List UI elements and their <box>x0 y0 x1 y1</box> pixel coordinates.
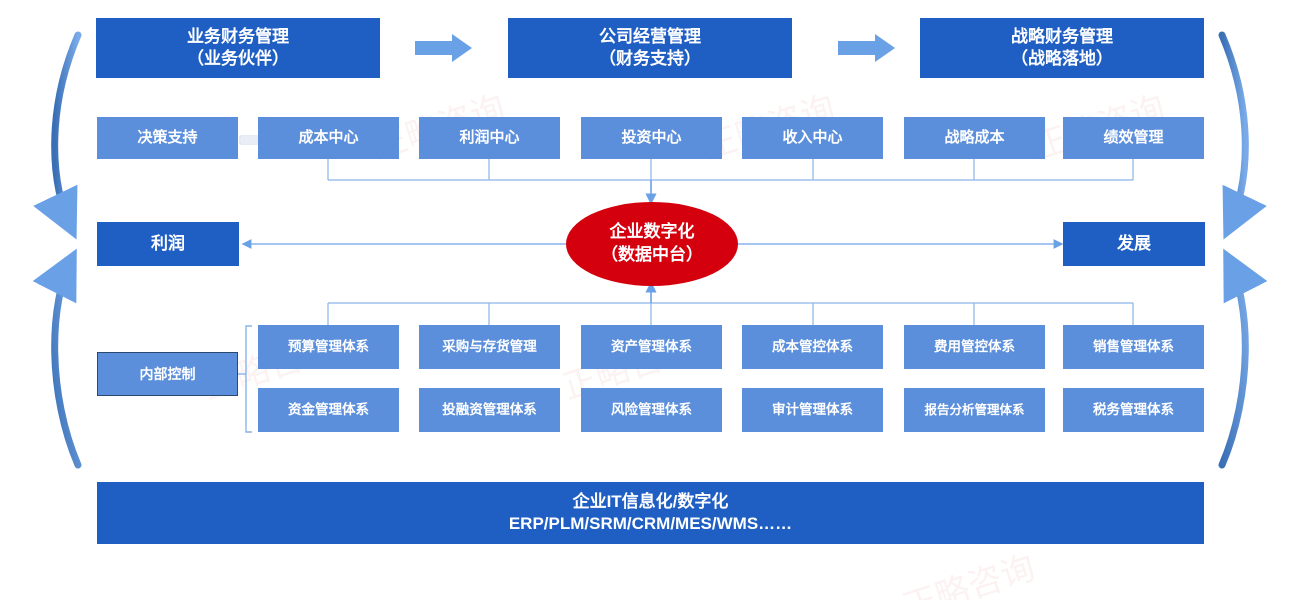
tier1-box-strategic-finance[interactable]: 战略财务管理 （战略落地） <box>920 18 1204 78</box>
hub-ellipse-digital-enterprise[interactable]: 企业数字化 （数据中台） <box>566 202 738 286</box>
center-row-label: 决策支持 <box>137 129 198 147</box>
system-label: 资金管理体系 <box>288 402 369 418</box>
tier1-box-business-finance[interactable]: 业务财务管理 （业务伙伴） <box>96 18 380 78</box>
tier1-label: 业务财务管理 （业务伙伴） <box>187 26 289 70</box>
system-box-treasury[interactable]: 资金管理体系 <box>258 388 399 432</box>
system-label: 采购与存货管理 <box>442 339 537 355</box>
system-box-audit[interactable]: 审计管理体系 <box>742 388 883 432</box>
system-label: 费用管控体系 <box>934 339 1015 355</box>
system-box-budget[interactable]: 预算管理体系 <box>258 325 399 369</box>
system-label: 成本管控体系 <box>772 339 853 355</box>
center-row-strategic-cost[interactable]: 战略成本 <box>904 117 1045 159</box>
system-box-investment-financing[interactable]: 投融资管理体系 <box>419 388 560 432</box>
tier1-box-company-operations[interactable]: 公司经营管理 （财务支持） <box>508 18 792 78</box>
center-row-label: 利润中心 <box>459 129 520 147</box>
system-box-risk[interactable]: 风险管理体系 <box>581 388 722 432</box>
outcome-box-profit[interactable]: 利润 <box>97 222 239 266</box>
internal-control-label: 内部控制 <box>139 365 196 382</box>
system-box-expense-control[interactable]: 费用管控体系 <box>904 325 1045 369</box>
internal-control-bracket <box>238 325 252 433</box>
tier1-line1: 公司经营管理 <box>599 26 701 46</box>
internal-control-box[interactable]: 内部控制 <box>97 352 238 396</box>
system-label: 投融资管理体系 <box>442 402 537 418</box>
hub-label: 企业数字化 （数据中台） <box>601 221 703 267</box>
center-row-label: 绩效管理 <box>1103 129 1164 147</box>
center-row-performance-management[interactable]: 绩效管理 <box>1063 117 1204 159</box>
tier1-label: 公司经营管理 （财务支持） <box>599 26 701 70</box>
system-label: 报告分析管理体系 <box>924 402 1025 417</box>
hub-line2: （数据中台） <box>601 245 703 264</box>
center-row-decision-support[interactable]: 决策支持 <box>97 117 238 159</box>
tier1-arrow-1 <box>415 34 472 62</box>
tier1-line1: 业务财务管理 <box>187 26 289 46</box>
tier1-line2: （战略落地） <box>1011 49 1113 68</box>
system-label: 资产管理体系 <box>611 339 692 355</box>
center-row-label: 收入中心 <box>782 129 843 147</box>
system-box-cost-control[interactable]: 成本管控体系 <box>742 325 883 369</box>
center-row-cost-center[interactable]: 成本中心 <box>258 117 399 159</box>
center-row-profit-center[interactable]: 利润中心 <box>419 117 560 159</box>
system-label: 销售管理体系 <box>1093 339 1174 355</box>
system-box-reporting-analysis[interactable]: 报告分析管理体系 <box>904 388 1045 432</box>
lower-bus <box>327 302 1134 325</box>
tier1-arrow-2 <box>838 34 895 62</box>
system-label: 预算管理体系 <box>288 339 369 355</box>
system-box-procurement-inventory[interactable]: 采购与存货管理 <box>419 325 560 369</box>
outcome-box-development[interactable]: 发展 <box>1063 222 1205 266</box>
tier1-line1: 战略财务管理 <box>1011 26 1113 46</box>
center-row-label: 投资中心 <box>621 129 682 147</box>
center-row-revenue-center[interactable]: 收入中心 <box>742 117 883 159</box>
center-row-investment-center[interactable]: 投资中心 <box>581 117 722 159</box>
outcome-label: 利润 <box>151 233 185 253</box>
footer-box-it-digitalization[interactable]: 企业IT信息化/数字化 ERP/PLM/SRM/CRM/MES/WMS…… <box>97 482 1204 544</box>
system-box-sales[interactable]: 销售管理体系 <box>1063 325 1204 369</box>
hub-line1: 企业数字化 <box>609 222 695 242</box>
footer-line2: ERP/PLM/SRM/CRM/MES/WMS…… <box>508 514 793 533</box>
upper-bus <box>327 159 1134 181</box>
left-curved-arrows <box>32 31 82 469</box>
watermark: 正略咨询 <box>898 549 1040 600</box>
system-label: 审计管理体系 <box>772 402 853 418</box>
tier1-label: 战略财务管理 （战略落地） <box>1011 26 1113 70</box>
center-row-label: 成本中心 <box>298 129 359 147</box>
system-box-tax[interactable]: 税务管理体系 <box>1063 388 1204 432</box>
system-label: 风险管理体系 <box>611 402 692 418</box>
footer-line1: 企业IT信息化/数字化 <box>572 491 729 511</box>
outcome-label: 发展 <box>1117 233 1151 253</box>
right-curved-arrows <box>1218 31 1268 469</box>
system-box-asset[interactable]: 资产管理体系 <box>581 325 722 369</box>
center-row-label: 战略成本 <box>944 129 1005 147</box>
tier1-line2: （财务支持） <box>599 49 701 68</box>
footer-label: 企业IT信息化/数字化 ERP/PLM/SRM/CRM/MES/WMS…… <box>509 491 792 535</box>
tier1-line2: （业务伙伴） <box>187 49 289 68</box>
system-label: 税务管理体系 <box>1093 402 1174 418</box>
